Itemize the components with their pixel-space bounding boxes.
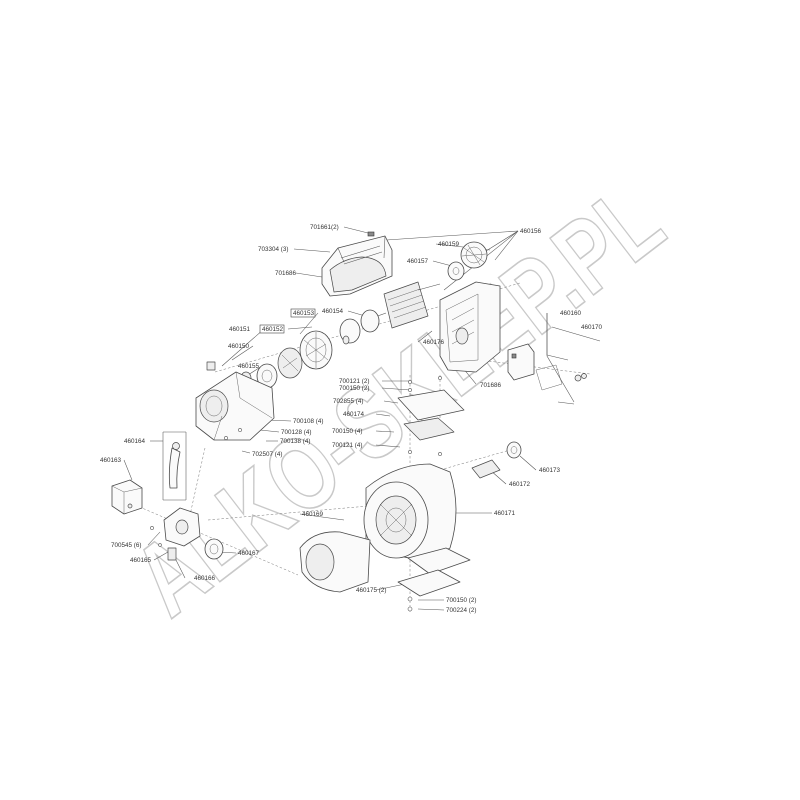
- motor-rotor: [371, 281, 441, 329]
- label-460154: 460154: [322, 308, 344, 315]
- label-460166: 460166: [194, 575, 216, 582]
- label-460165: 460165: [130, 557, 152, 564]
- label-460176: 460176: [423, 339, 445, 346]
- label-460153: 460153: [293, 310, 315, 317]
- label-460163: 460163: [100, 457, 122, 464]
- label-460174: 460174: [343, 411, 365, 418]
- label-700150-b: 700150 (4): [332, 428, 362, 435]
- label-460175: 460175 (2): [356, 587, 386, 594]
- label-460172: 460172: [509, 481, 531, 488]
- label-460173: 460173: [539, 467, 561, 474]
- pressure-tank: [299, 376, 522, 612]
- label-702855: 702855 (4): [333, 398, 363, 405]
- pump-stack: [195, 309, 380, 441]
- label-700224: 700224 (2): [446, 607, 476, 614]
- label-701661: 701661(2): [310, 224, 339, 231]
- label-700150-c: 700150 (2): [446, 597, 476, 604]
- label-460157: 460157: [407, 258, 429, 265]
- label-460171: 460171: [494, 510, 516, 517]
- hose: [168, 442, 181, 489]
- fan-assembly: [447, 241, 488, 281]
- label-460170: 460170: [581, 324, 603, 331]
- box-460152: [259, 324, 285, 334]
- capacitor-box: [507, 313, 587, 405]
- label-460152: 460152: [262, 326, 284, 333]
- label-703304: 703304 (3): [258, 246, 288, 253]
- label-700138: 700138 (4): [280, 438, 310, 445]
- label-460169: 460169: [302, 511, 324, 518]
- label-460167: 460167: [238, 550, 260, 557]
- label-460151: 460151: [229, 326, 251, 333]
- label-701686-bottom: 701686: [480, 382, 502, 389]
- label-460160: 460160: [560, 310, 582, 317]
- label-700150-a: 700150 (2): [339, 385, 369, 392]
- label-460155: 460155: [238, 363, 260, 370]
- pump-base-fitting: [150, 507, 224, 561]
- label-701686-top: 701686: [275, 270, 297, 277]
- label-702507: 702507 (4): [252, 451, 282, 458]
- label-460159: 460159: [438, 241, 460, 248]
- pressure-switch: [111, 479, 143, 515]
- label-700545: 700545 (6): [111, 542, 141, 549]
- box-460153: [290, 308, 316, 318]
- label-700128: 700128 (4): [281, 429, 311, 436]
- label-460150: 460150: [228, 343, 250, 350]
- label-700121-b: 700121 (4): [332, 442, 362, 449]
- part-labels: 701661(2) 703304 (3) 701686 460156 46015…: [100, 224, 603, 614]
- label-460156: 460156: [520, 228, 542, 235]
- label-700108: 700108 (4): [293, 418, 323, 425]
- label-700121-a: 700121 (2): [339, 378, 369, 385]
- motor-cover: [321, 231, 393, 297]
- motor-housing: [439, 281, 501, 373]
- label-460164: 460164: [124, 438, 146, 445]
